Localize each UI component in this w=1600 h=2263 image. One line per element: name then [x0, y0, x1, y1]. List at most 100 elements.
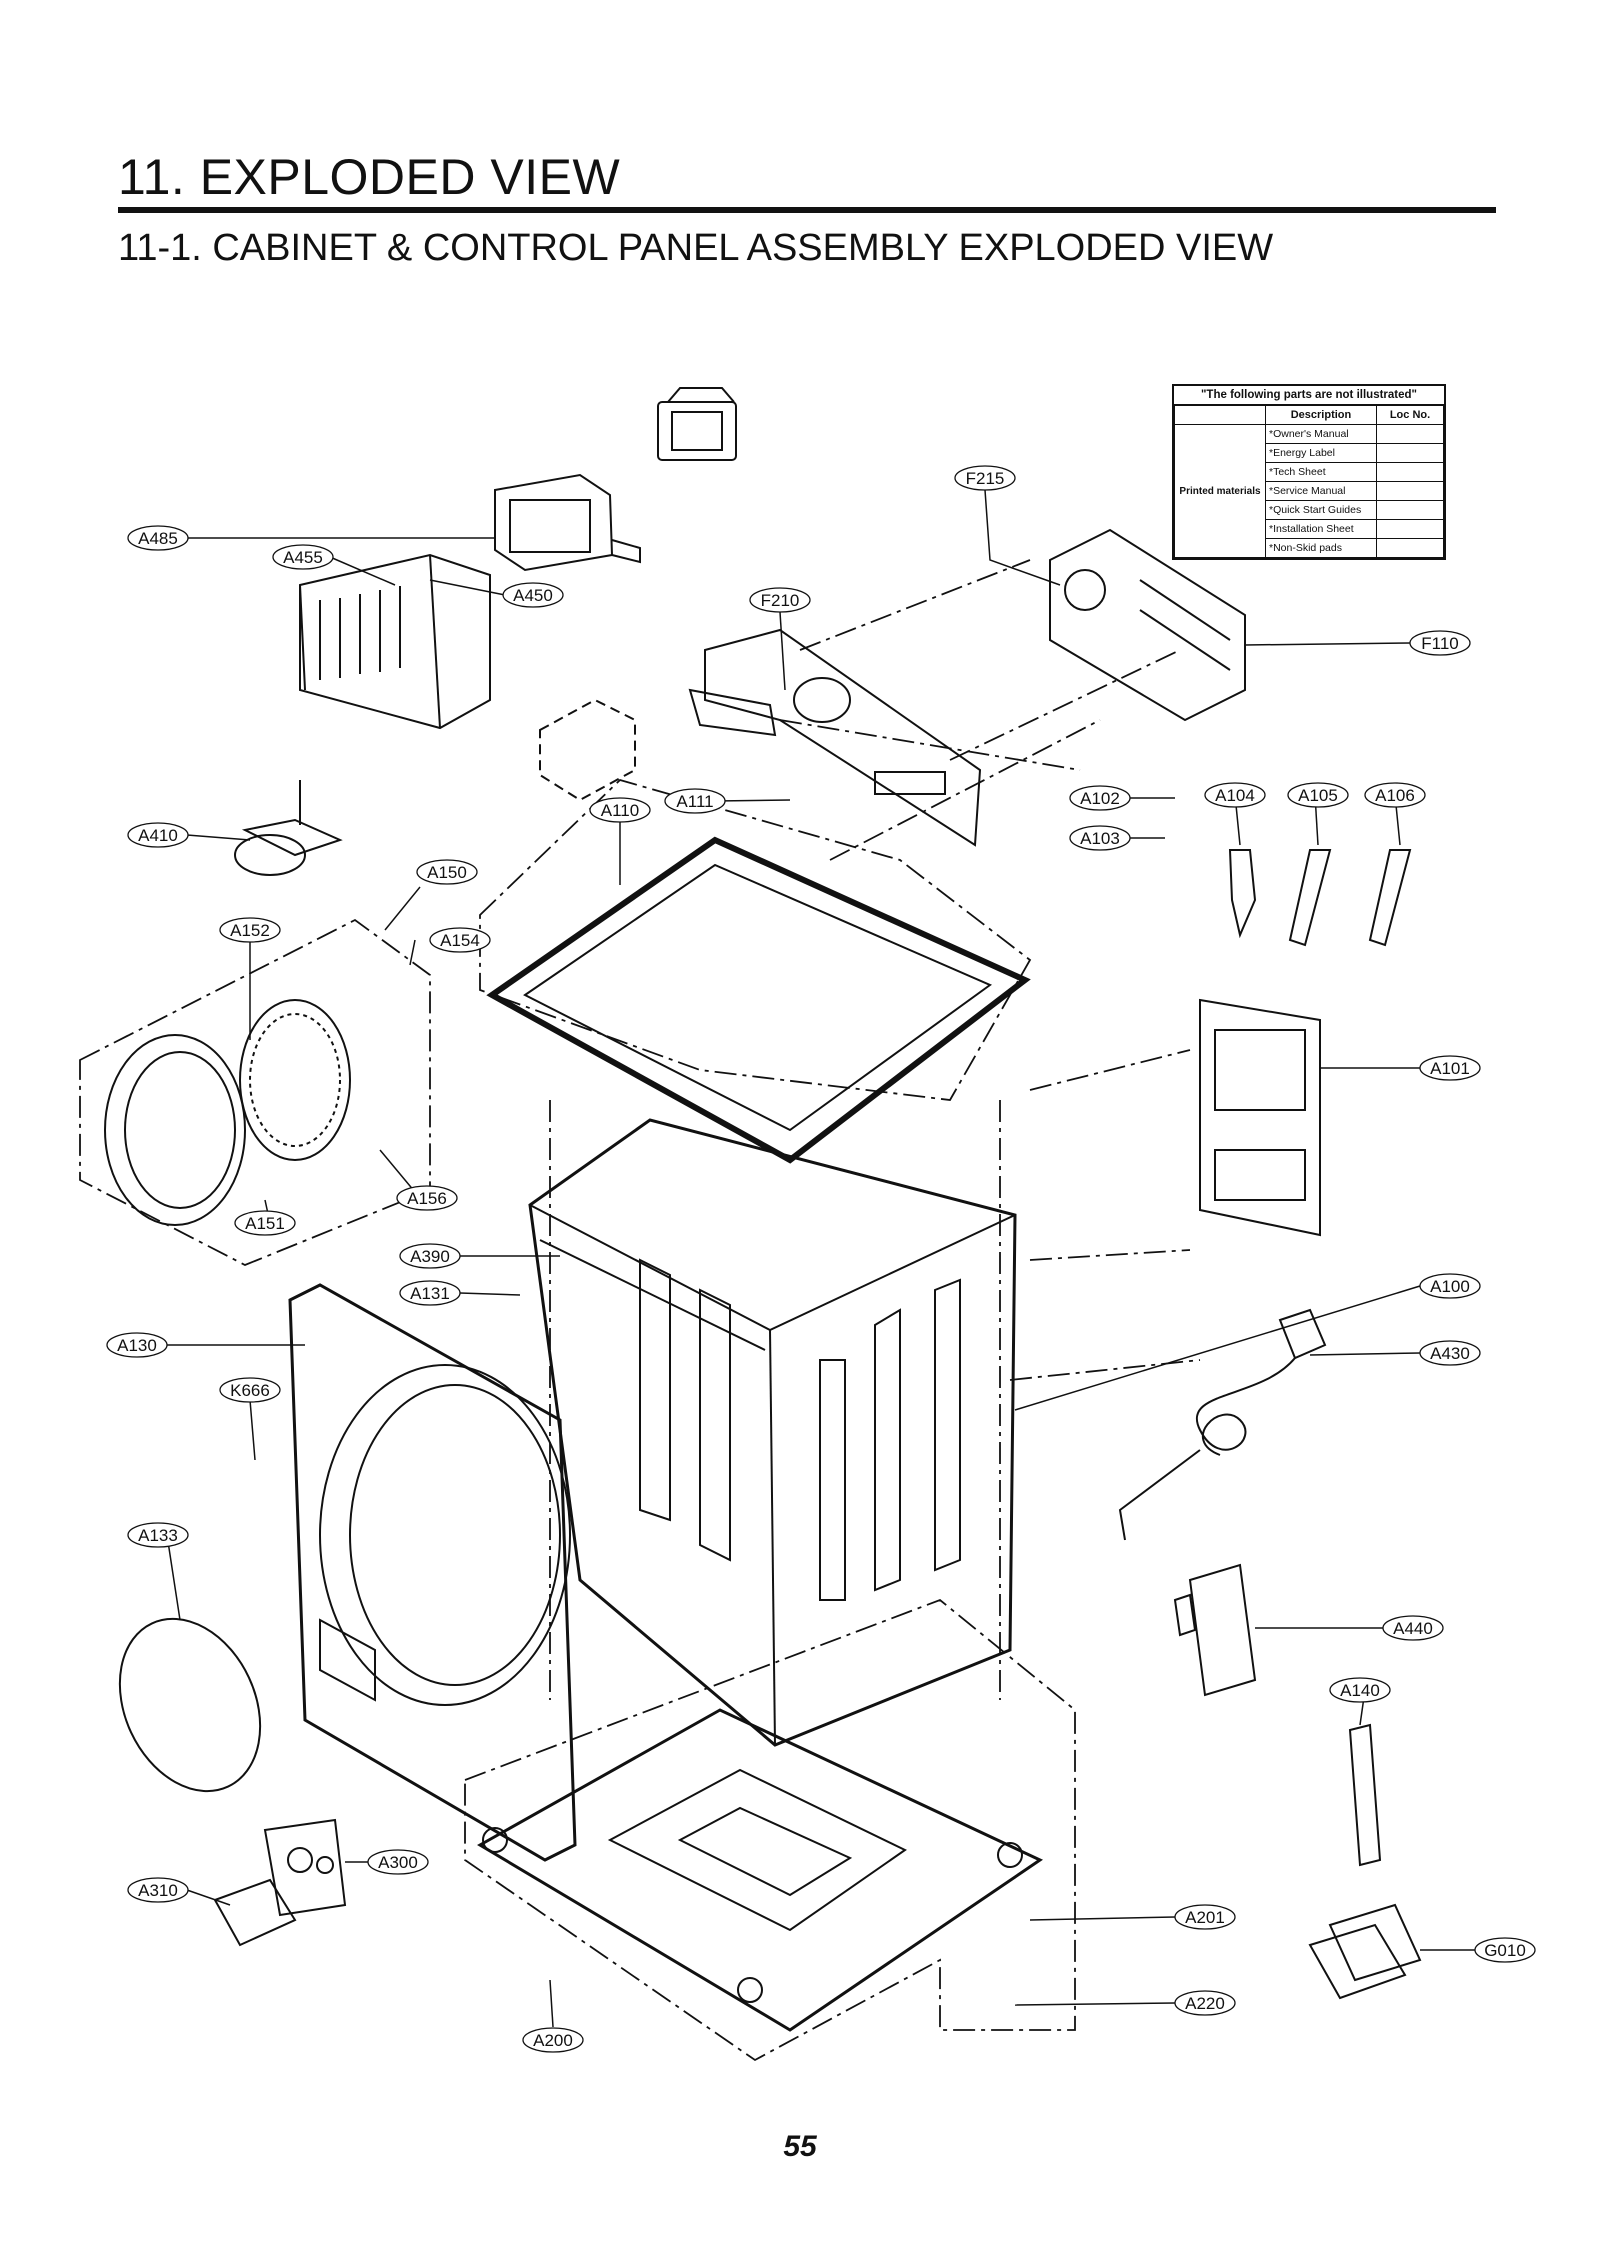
callout-a102: A102 [1069, 785, 1131, 811]
svg-text:F215: F215 [966, 469, 1005, 488]
svg-text:A410: A410 [138, 826, 178, 845]
loc-cell [1376, 519, 1444, 539]
callout-a390: A390 [399, 1243, 461, 1269]
cabinet-a100-drawing [528, 1118, 1017, 1747]
svg-text:G010: G010 [1484, 1941, 1526, 1960]
description-cell: *Quick Start Guides [1265, 500, 1377, 520]
svg-text:A450: A450 [513, 586, 553, 605]
svg-text:A151: A151 [245, 1214, 285, 1233]
skid-pads-g010-drawing [1308, 1903, 1422, 2000]
leader-lines [166, 489, 1475, 2028]
pcb-f110-drawing [1049, 528, 1246, 722]
connector-part-drawing [657, 387, 737, 461]
svg-text:A102: A102 [1080, 789, 1120, 808]
svg-text:A100: A100 [1430, 1277, 1470, 1296]
callout-a130: A130 [106, 1332, 168, 1358]
svg-text:A310: A310 [138, 1881, 178, 1900]
svg-text:A440: A440 [1393, 1619, 1433, 1638]
svg-text:A150: A150 [427, 863, 467, 882]
svg-text:A200: A200 [533, 2031, 573, 2050]
svg-text:A300: A300 [378, 1853, 418, 1872]
callout-a110: A110 [589, 797, 651, 823]
table-header-row: Description Loc No. [1174, 405, 1444, 425]
callout-a410: A410 [127, 822, 189, 848]
description-cell: *Owner's Manual [1265, 424, 1377, 444]
table-row: *Installation Sheet [1175, 519, 1444, 539]
back-panel-a101-drawing [1199, 998, 1321, 1237]
callout-a450: A450 [502, 582, 564, 608]
svg-text:F210: F210 [761, 591, 800, 610]
loc-no-header: Loc No. [1376, 405, 1444, 425]
module-a485-drawing [494, 473, 641, 572]
filter-box-drawing [539, 698, 636, 802]
svg-text:A430: A430 [1430, 1344, 1470, 1363]
table-row: *Non-Skid pads [1175, 538, 1444, 558]
svg-text:A220: A220 [1185, 1994, 1225, 2013]
description-cell: *Energy Label [1265, 443, 1377, 463]
callout-a154: A154 [429, 927, 491, 953]
door-glass-a151-drawing [104, 999, 351, 1226]
page-number: 55 [783, 2130, 817, 2163]
title-rule [118, 207, 1496, 213]
callout-a485: A485 [127, 525, 189, 551]
not-illustrated-parts-table: "The following parts are not illustrated… [1172, 384, 1446, 560]
svg-text:A140: A140 [1340, 1681, 1380, 1700]
callout-a150: A150 [416, 859, 478, 885]
svg-text:A104: A104 [1215, 786, 1255, 805]
callout-a455: A455 [272, 544, 334, 570]
svg-text:A152: A152 [230, 921, 270, 940]
callout-a133: A133 [127, 1522, 189, 1548]
svg-text:A101: A101 [1430, 1059, 1470, 1078]
callout-a300: A300 [367, 1849, 429, 1875]
callout-a106: A106 [1364, 782, 1426, 808]
svg-text:A390: A390 [410, 1247, 450, 1266]
callout-a310: A310 [127, 1877, 189, 1903]
gasket-ring-a133-drawing [118, 1617, 262, 1793]
callout-a152: A152 [219, 917, 281, 943]
loc-cell [1376, 424, 1444, 444]
svg-text:A131: A131 [410, 1284, 450, 1303]
callout-a200: A200 [522, 2027, 584, 2053]
note-header: "The following parts are not illustrated… [1174, 386, 1444, 405]
base-a200-drawing [477, 1708, 1044, 2032]
top-frame-a110-drawing [486, 836, 1031, 1164]
description-cell: *Non-Skid pads [1265, 538, 1377, 558]
page-title: 11. EXPLODED VIEW [118, 149, 621, 205]
svg-text:A130: A130 [117, 1336, 157, 1355]
callout-a151: A151 [234, 1210, 296, 1236]
noise-filter-a440-drawing [1173, 1563, 1257, 1697]
callout-a440: A440 [1382, 1615, 1444, 1641]
blank-header-cell [1174, 405, 1266, 425]
loc-cell [1376, 443, 1444, 463]
pcb-a455-drawing [299, 553, 491, 730]
description-header: Description [1265, 405, 1377, 425]
printed-materials-table: Description Loc No. Printed materials *O… [1174, 405, 1444, 558]
callout-a131: A131 [399, 1280, 461, 1306]
loc-cell [1376, 500, 1444, 520]
svg-text:A106: A106 [1375, 786, 1415, 805]
callout-k666: K666 [219, 1377, 281, 1403]
svg-text:K666: K666 [230, 1381, 270, 1400]
svg-text:F110: F110 [1421, 634, 1459, 653]
callout-a101: A101 [1419, 1055, 1481, 1081]
power-cord-a430-drawing [1118, 1308, 1327, 1541]
svg-text:A103: A103 [1080, 829, 1120, 848]
callout-a100: A100 [1419, 1273, 1481, 1299]
filter-cover-a310-drawing [213, 1818, 347, 1947]
callout-labels: A485 A455 A450 F215 F210 F110 A410 A110 … [106, 465, 1536, 2053]
callout-f110: F110 [1409, 630, 1471, 656]
loc-cell [1376, 538, 1444, 558]
callout-a430: A430 [1419, 1340, 1481, 1366]
callout-a103: A103 [1069, 825, 1131, 851]
loc-cell [1376, 462, 1444, 482]
callout-g010: G010 [1474, 1937, 1536, 1963]
svg-text:A154: A154 [440, 931, 480, 950]
door-a130-drawing [288, 1283, 577, 1862]
svg-text:A110: A110 [601, 801, 639, 820]
callout-a111: A111 [664, 788, 726, 814]
motor-a410-drawing [234, 780, 343, 876]
svg-text:A105: A105 [1298, 786, 1338, 805]
callout-a156: A156 [396, 1185, 458, 1211]
